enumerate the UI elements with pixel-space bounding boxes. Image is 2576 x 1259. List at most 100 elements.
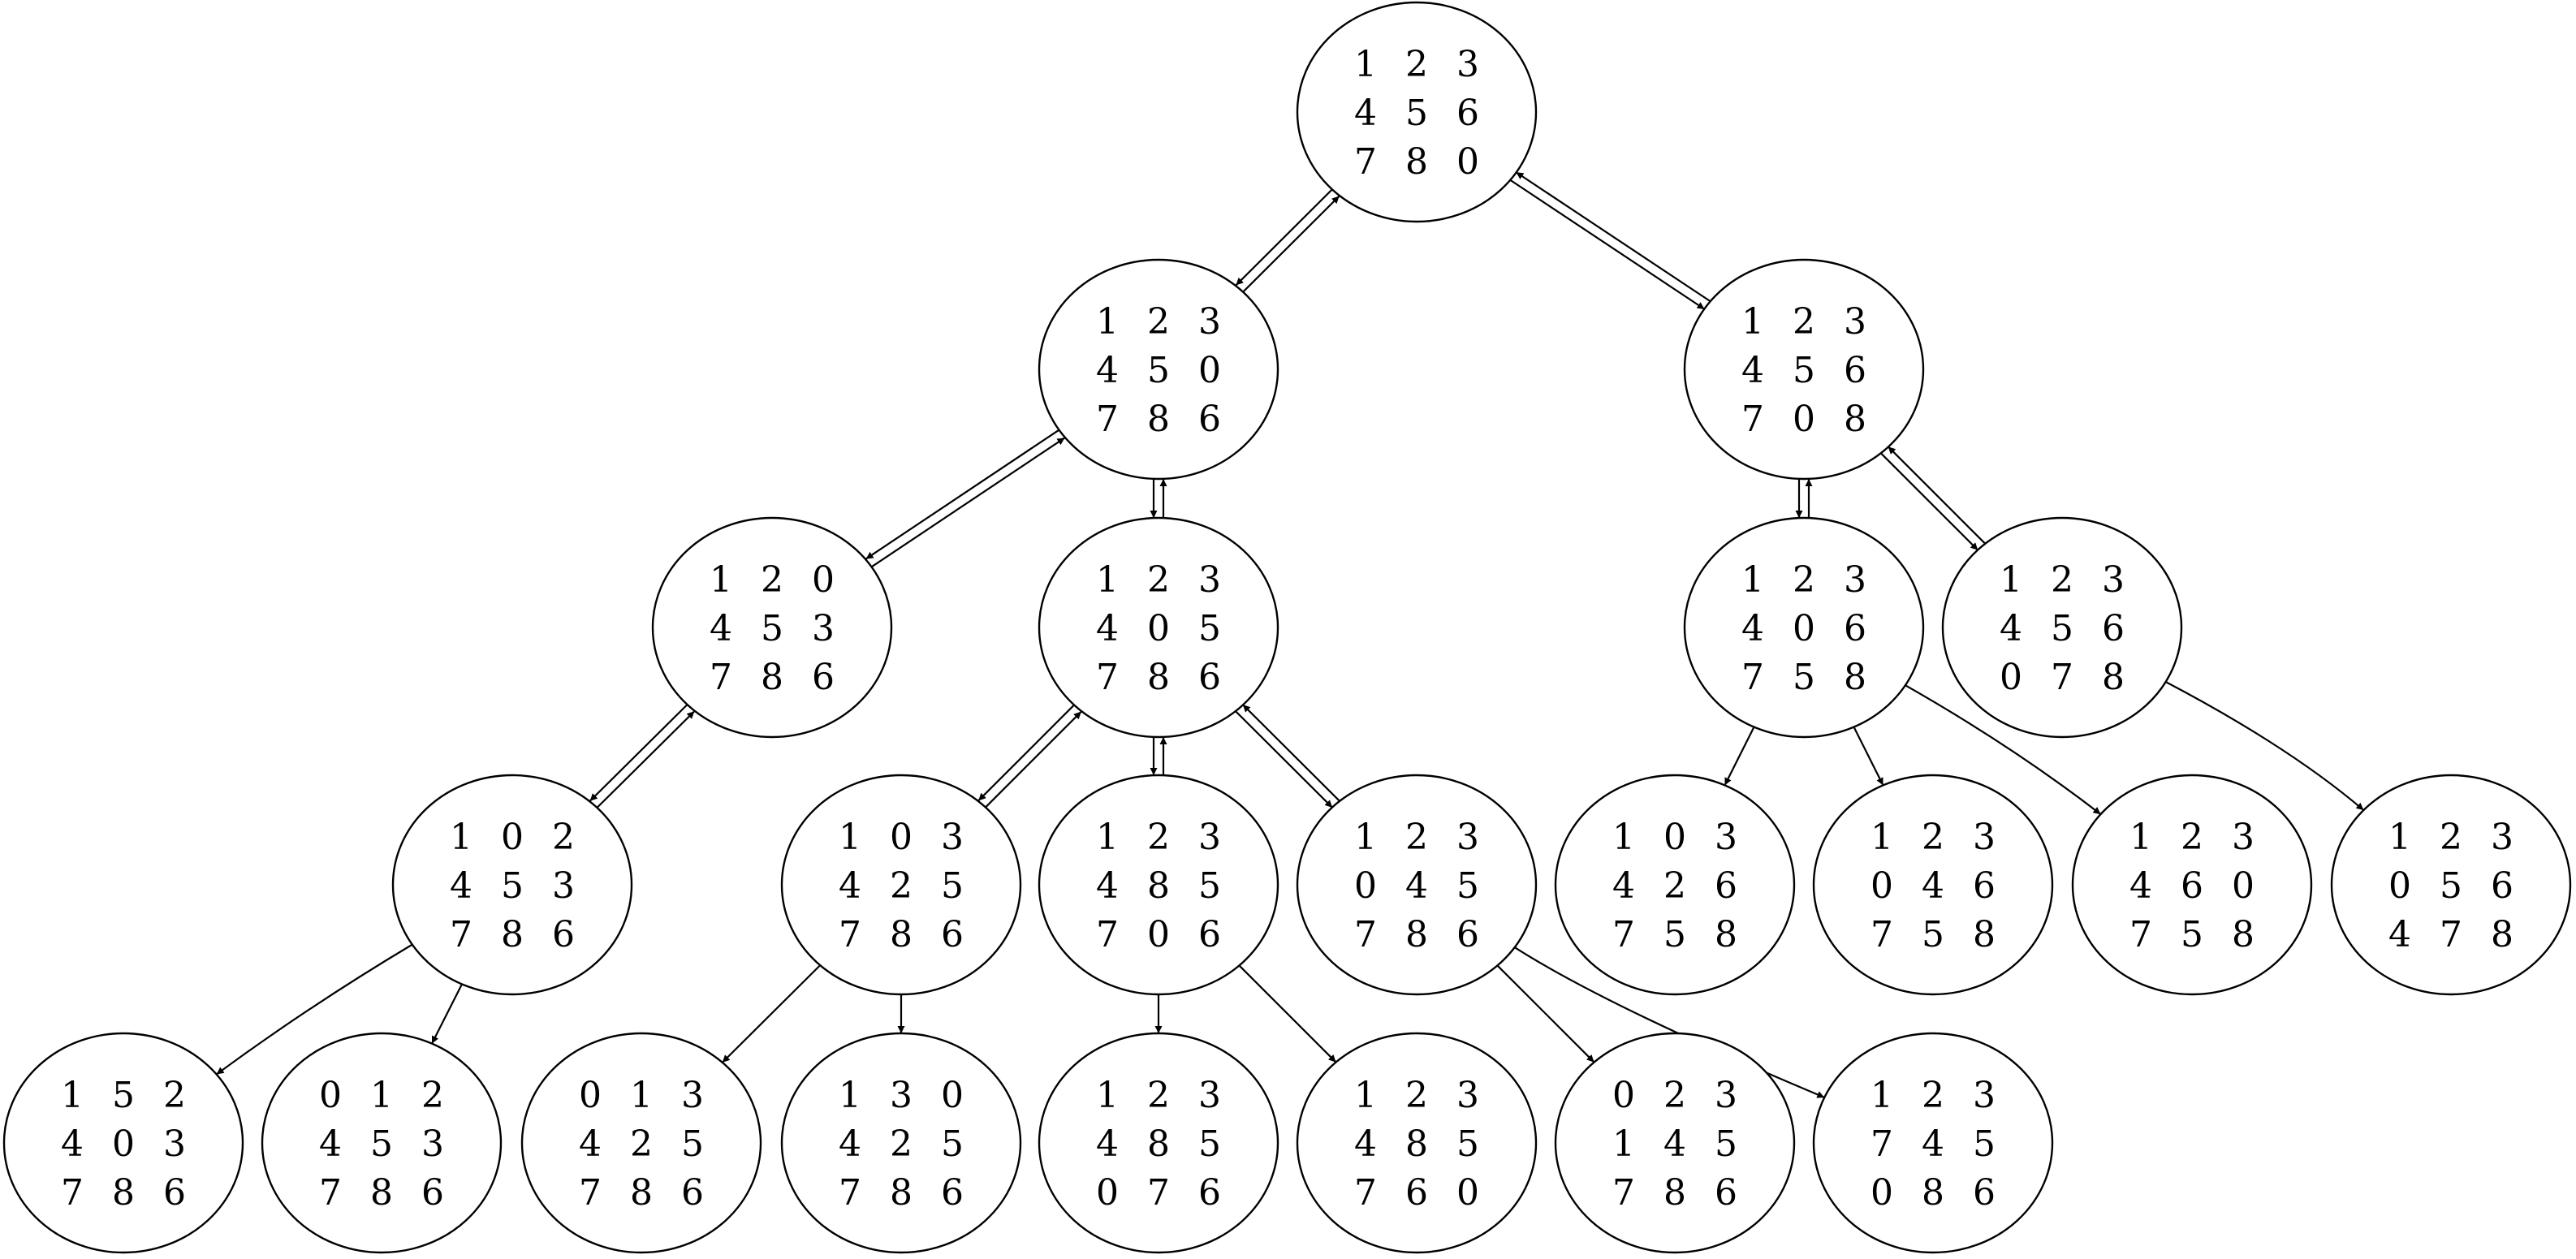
state-cell: 5 bbox=[2051, 608, 2073, 649]
state-cell: 4 bbox=[1354, 93, 1377, 134]
state-cell: 0 bbox=[812, 559, 835, 601]
edge-arrow bbox=[1515, 171, 1711, 302]
state-cell: 4 bbox=[2388, 914, 2411, 955]
state-cell: 0 bbox=[1096, 1172, 1119, 1214]
edge-arrow bbox=[589, 703, 688, 802]
state-cell: 7 bbox=[1096, 399, 1119, 440]
state-cell: 1 bbox=[1871, 817, 1893, 858]
state-cell: 3 bbox=[941, 817, 964, 858]
state-cell: 6 bbox=[163, 1172, 186, 1214]
state-cell: 0 bbox=[1793, 608, 1815, 649]
state-cell: 1 bbox=[1096, 1075, 1119, 1116]
state-cell: 3 bbox=[163, 1123, 186, 1165]
state-cell: 4 bbox=[2000, 608, 2022, 649]
state-cell: 8 bbox=[501, 914, 524, 955]
state-node-circle bbox=[2, 1032, 244, 1254]
state-cell: 3 bbox=[1715, 817, 1737, 858]
state-cell: 7 bbox=[61, 1172, 84, 1214]
state-cell: 7 bbox=[1871, 914, 1893, 955]
state-cell: 1 bbox=[710, 559, 732, 601]
state-node-circle bbox=[651, 516, 893, 739]
state-cell: 1 bbox=[2000, 559, 2022, 601]
state-cell: 3 bbox=[2491, 817, 2513, 858]
state-cell: 8 bbox=[630, 1172, 653, 1214]
state-cell: 5 bbox=[1922, 914, 1944, 955]
state-cell: 7 bbox=[319, 1172, 342, 1214]
state-cell: 6 bbox=[2102, 608, 2125, 649]
state-cell: 5 bbox=[1793, 350, 1815, 391]
state-cell: 8 bbox=[2491, 914, 2513, 955]
state-cell: 2 bbox=[630, 1123, 653, 1165]
state-cell: 7 bbox=[1612, 914, 1635, 955]
edge-arrow bbox=[1242, 195, 1340, 293]
edge-arrow bbox=[596, 710, 696, 809]
state-cell: 6 bbox=[552, 914, 575, 955]
state-cell: 1 bbox=[839, 1075, 861, 1116]
state-cell: 7 bbox=[1096, 914, 1119, 955]
state-cell: 0 bbox=[1456, 1172, 1479, 1214]
state-cell: 3 bbox=[421, 1123, 444, 1165]
state-cell: 7 bbox=[1741, 657, 1764, 698]
state-cell: 4 bbox=[1741, 350, 1764, 391]
state-cell: 1 bbox=[1096, 817, 1119, 858]
state-node-circle bbox=[780, 774, 1022, 996]
state-cell: 3 bbox=[812, 608, 835, 649]
state-cell: 2 bbox=[421, 1075, 444, 1116]
state-cell: 3 bbox=[1973, 1075, 1996, 1116]
state-cell: 8 bbox=[1147, 399, 1170, 440]
state-cell: 8 bbox=[1715, 914, 1737, 955]
state-cell: 3 bbox=[552, 865, 575, 907]
state-cell: 7 bbox=[839, 914, 861, 955]
state-cell: 8 bbox=[112, 1172, 135, 1214]
edge-arrow bbox=[1235, 188, 1333, 287]
state-node-circle bbox=[780, 1032, 1022, 1254]
state-cell: 4 bbox=[1612, 865, 1635, 907]
state-cell: 4 bbox=[839, 1123, 861, 1165]
state-node-circle bbox=[391, 774, 633, 996]
state-cell: 5 bbox=[1793, 657, 1815, 698]
state-node-circle bbox=[1812, 774, 2054, 996]
state-cell: 2 bbox=[1147, 559, 1170, 601]
state-cell: 7 bbox=[579, 1172, 602, 1214]
state-cell: 4 bbox=[1663, 1123, 1686, 1165]
state-cell: 2 bbox=[1147, 817, 1170, 858]
state-cell: 5 bbox=[2181, 914, 2203, 955]
state-cell: 1 bbox=[61, 1075, 84, 1116]
state-cell: 0 bbox=[2000, 657, 2022, 698]
edge-arrow bbox=[1510, 179, 1706, 310]
state-cell: 5 bbox=[2440, 865, 2462, 907]
edge-arrow bbox=[977, 704, 1076, 802]
state-cell: 7 bbox=[710, 657, 732, 698]
state-cell: 2 bbox=[1405, 44, 1428, 85]
state-cell: 2 bbox=[1922, 1075, 1944, 1116]
state-cell: 6 bbox=[1198, 657, 1221, 698]
state-cell: 3 bbox=[1456, 1075, 1479, 1116]
state-cell: 1 bbox=[2388, 817, 2411, 858]
state-node-circle bbox=[1296, 774, 1538, 996]
state-node-circle bbox=[1812, 1032, 2054, 1254]
state-cell: 5 bbox=[1198, 865, 1221, 907]
state-cell: 6 bbox=[1844, 608, 1866, 649]
state-cell: 7 bbox=[1354, 141, 1377, 183]
state-cell: 8 bbox=[1147, 865, 1170, 907]
state-cell: 4 bbox=[1096, 608, 1119, 649]
state-cell: 4 bbox=[319, 1123, 342, 1165]
state-cell: 1 bbox=[1354, 44, 1377, 85]
state-cell: 0 bbox=[1456, 141, 1479, 183]
edge-arrow bbox=[1853, 727, 1884, 786]
state-cell: 6 bbox=[1405, 1172, 1428, 1214]
state-cell: 1 bbox=[2129, 817, 2152, 858]
state-cell: 5 bbox=[1663, 914, 1686, 955]
state-cell: 6 bbox=[1715, 1172, 1737, 1214]
